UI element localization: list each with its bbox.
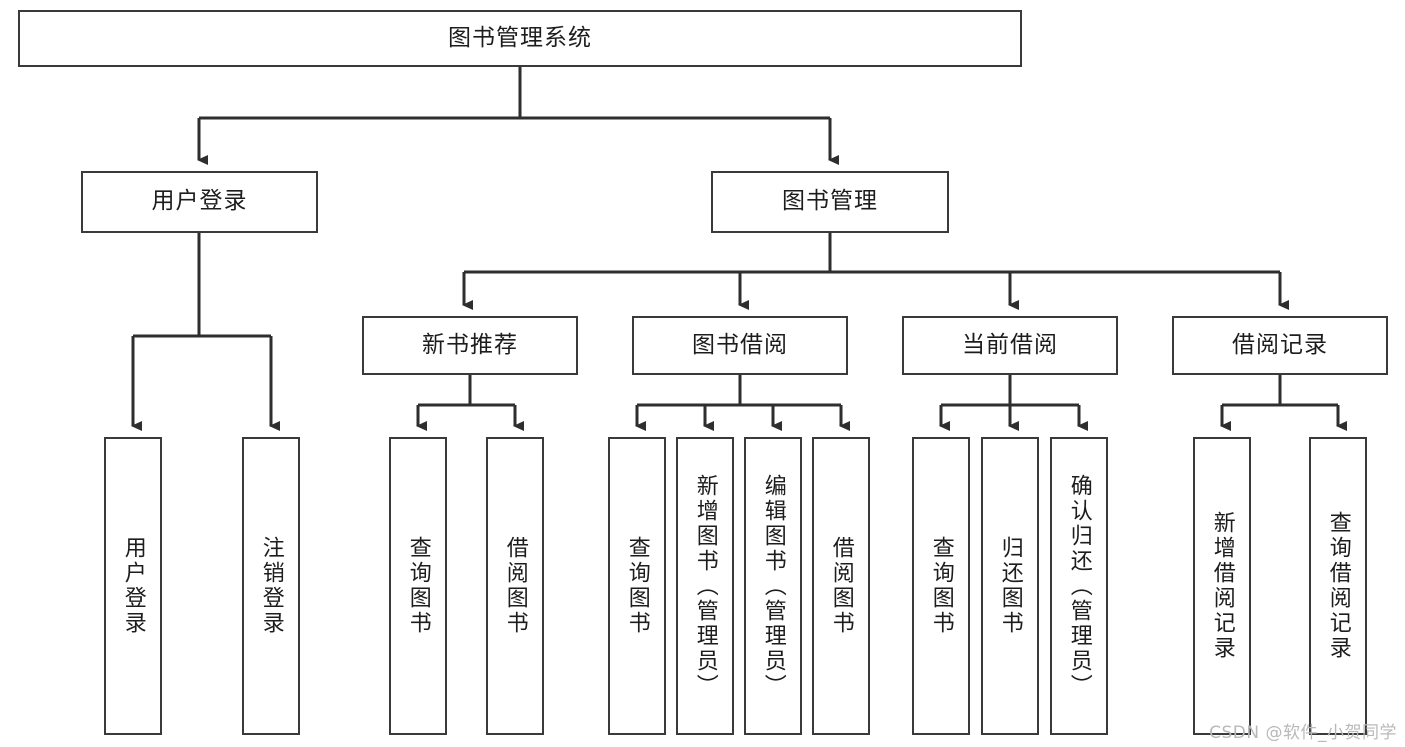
node-label: 当前借阅 — [962, 331, 1058, 358]
leaf-book-borrow-query[interactable]: 查询图书 — [608, 437, 666, 735]
node-label: 图书管理 — [782, 188, 878, 215]
node-label: 借阅图书 — [828, 536, 854, 636]
leaf-current-borrow-query[interactable]: 查询图书 — [912, 437, 970, 735]
node-label: 新增图书（管理员） — [692, 473, 718, 699]
leaf-current-borrow-return[interactable]: 归还图书 — [981, 437, 1039, 735]
node-borrow-record[interactable]: 借阅记录 — [1172, 316, 1388, 375]
node-label: 查询借阅记录 — [1325, 511, 1351, 661]
node-root-system[interactable]: 图书管理系统 — [18, 10, 1022, 67]
leaf-new-book-borrow[interactable]: 借阅图书 — [486, 437, 544, 735]
leaf-new-book-query[interactable]: 查询图书 — [389, 437, 447, 735]
node-label: 图书借阅 — [692, 331, 788, 358]
node-label: 确认归还（管理员） — [1066, 473, 1092, 699]
node-user-login[interactable]: 用户登录 — [81, 171, 318, 233]
node-label: 用户登录 — [120, 536, 146, 636]
node-new-book-recommend[interactable]: 新书推荐 — [362, 316, 578, 375]
leaf-book-borrow-borrow[interactable]: 借阅图书 — [812, 437, 870, 735]
node-label: 图书管理系统 — [448, 24, 592, 51]
node-label: 注销登录 — [258, 536, 284, 636]
csdn-watermark: CSDN @软件_小贺同学 — [1209, 723, 1397, 743]
node-label: 查询图书 — [928, 536, 954, 636]
node-label: 归还图书 — [997, 536, 1023, 636]
leaf-borrow-record-add[interactable]: 新增借阅记录 — [1193, 437, 1251, 735]
leaf-user-login-logout[interactable]: 注销登录 — [242, 437, 300, 735]
node-label: 新书推荐 — [422, 331, 518, 358]
node-label: 借阅记录 — [1232, 331, 1328, 358]
leaf-borrow-record-query[interactable]: 查询借阅记录 — [1309, 437, 1367, 735]
node-label: 编辑图书（管理员） — [760, 473, 786, 699]
node-book-management[interactable]: 图书管理 — [711, 171, 949, 233]
leaf-current-borrow-confirm-return[interactable]: 确认归还（管理员） — [1050, 437, 1108, 735]
leaf-book-borrow-add[interactable]: 新增图书（管理员） — [676, 437, 734, 735]
node-label: 借阅图书 — [502, 536, 528, 636]
node-label: 新增借阅记录 — [1209, 511, 1235, 661]
leaf-user-login-login[interactable]: 用户登录 — [104, 437, 162, 735]
node-label: 用户登录 — [151, 188, 248, 215]
node-label: 查询图书 — [405, 536, 431, 636]
node-label: 查询图书 — [624, 536, 650, 636]
leaf-book-borrow-edit[interactable]: 编辑图书（管理员） — [744, 437, 802, 735]
node-current-borrow[interactable]: 当前借阅 — [902, 316, 1118, 375]
node-book-borrow[interactable]: 图书借阅 — [632, 316, 848, 375]
